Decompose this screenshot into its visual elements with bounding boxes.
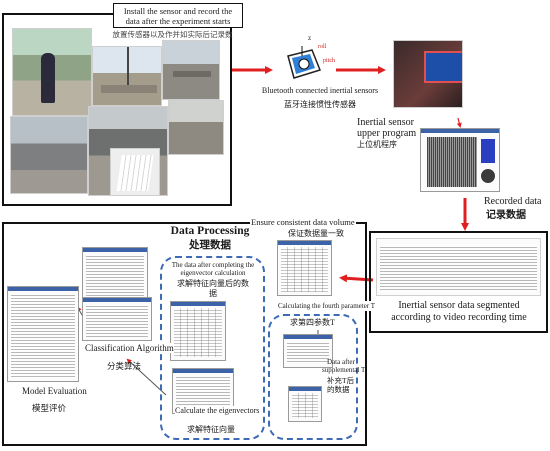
fourth-parameter-dashed-region — [268, 314, 358, 440]
fourth-param-code-window — [283, 334, 333, 368]
supplemental-line2: supplemental T — [322, 366, 366, 374]
sensor-axis-z: z — [308, 34, 312, 42]
sensor-device — [282, 46, 322, 82]
fourth-param-caption-zh: 求第四参数T — [290, 318, 335, 327]
arrow-eigen-to-classify — [126, 358, 167, 396]
upper-program-screenshot — [420, 128, 500, 192]
supplemental-table — [288, 386, 322, 422]
classification-caption-zh: 分类算法 — [107, 361, 142, 371]
after-eigen-table — [170, 301, 226, 361]
supplemental-line1: Data after — [327, 358, 355, 366]
classification-code-window — [82, 247, 148, 305]
photo-factory-left — [10, 116, 88, 194]
after-eigen-line1: The data after completing the — [171, 261, 255, 269]
after-eigen-caption-zh: 求解特征向量后的数据 — [177, 279, 249, 298]
top-note-box: Install the sensor and record the data a… — [113, 3, 243, 28]
top-note-line2: data after the experiment starts — [125, 16, 231, 26]
arrow-program-to-screenshot — [456, 117, 462, 128]
processing-frame — [2, 222, 367, 446]
ensure-volume-label: Ensure consistent data volume — [250, 217, 356, 227]
recorded-caption-en: Recorded data — [484, 196, 542, 207]
segmented-data-frame — [369, 231, 548, 333]
top-note-line1: Install the sensor and record the — [123, 6, 233, 16]
recorded-caption-zh: 记录数据 — [486, 210, 526, 221]
segmented-data-screenshot — [376, 238, 541, 296]
photo-panel-white — [110, 148, 160, 196]
sensor-caption-zh: 蓝牙连接惯性传感器 — [284, 100, 356, 109]
ensure-volume-label-zh: 保证数据量一致 — [288, 229, 344, 238]
processing-title-en: Data Processing — [170, 225, 250, 237]
fourth-param-caption-en: Calculating the fourth parameter T — [278, 301, 376, 311]
sensor-caption-en: Bluetooth connected inertial sensors — [261, 86, 379, 95]
sensor-axis-roll: roll — [318, 44, 327, 50]
eigenvectors-caption-en: Calculate the eigenvectors — [175, 406, 260, 416]
photo-field-walk — [12, 28, 92, 116]
upper-program-photo — [393, 40, 463, 108]
photo-crane — [92, 46, 162, 106]
photo-slab-lift — [162, 40, 220, 100]
processing-title-zh: 处理数据 — [189, 240, 231, 251]
upper-program-line1: Inertial sensor — [357, 117, 414, 128]
sensor-axis-pitch: pitch — [323, 58, 335, 64]
classification-code-window-2 — [82, 297, 152, 341]
model-eval-caption-zh: 模型评价 — [32, 403, 67, 413]
segmented-line2: according to video recording time — [391, 312, 527, 323]
classification-caption-en: Classification Algorithm — [85, 343, 174, 353]
arrow-segmented-to-processing — [339, 274, 374, 283]
photo-workshop — [168, 100, 224, 155]
ensure-volume-table — [277, 240, 332, 296]
model-eval-caption-en: Model Evaluation — [22, 386, 87, 396]
segmented-line1: Inertial sensor data segmented — [398, 300, 520, 311]
upper-program-line2: upper program — [357, 128, 417, 139]
eigenvectors-caption-zh: 求解特征向量 — [187, 425, 235, 434]
upper-program-caption-zh: 上位机程序 — [357, 140, 397, 149]
after-eigen-line2: eigenvector calculation — [180, 269, 246, 277]
model-eval-window — [7, 286, 79, 382]
supplemental-caption-zh: 补充T后的数据 — [327, 376, 355, 394]
